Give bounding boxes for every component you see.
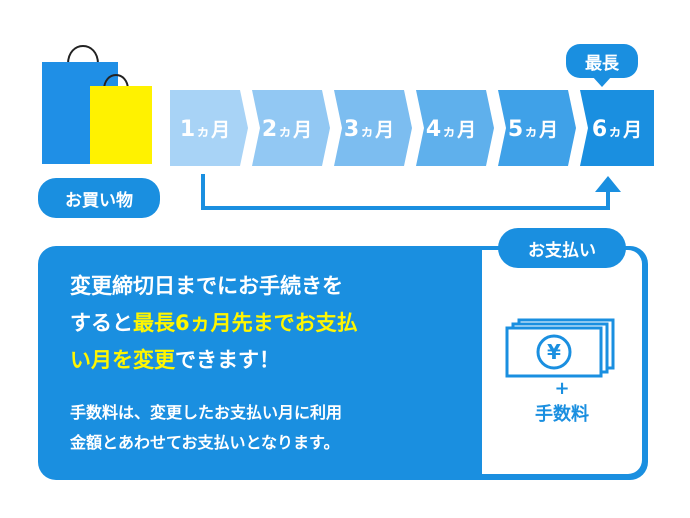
longest-badge-label: 最長 xyxy=(585,53,619,74)
payment-badge-label: お支払い xyxy=(528,240,596,261)
shopping-badge: お買い物 xyxy=(38,178,160,218)
month-step-number: 3 xyxy=(343,116,360,142)
month-step-shape xyxy=(498,90,576,166)
month-step-label: 2ヵ月 xyxy=(262,115,312,142)
month-step-unit: ヵ xyxy=(278,123,293,140)
month-step-unit: ヵ xyxy=(442,123,457,140)
fee-note: 手数料は、変更したお支払い月に利用 金額とあわせてお支払いとなります。 xyxy=(70,398,480,458)
main-message: 変更締切日までにお手続きを すると最長6ヵ月先までお支払 い月を変更できます！ xyxy=(70,268,470,379)
month-step-label: 1ヵ月 xyxy=(180,115,230,142)
fee-note-line-1: 手数料は、変更したお支払い月に利用 xyxy=(70,403,343,422)
month-step-label: 4ヵ月 xyxy=(426,115,476,142)
shopping-badge-label: お買い物 xyxy=(65,190,133,211)
month-step-shape xyxy=(416,90,494,166)
month-step-month: 月 xyxy=(623,118,643,141)
month-step-label: 5ヵ月 xyxy=(508,115,558,142)
month-step-2: 2ヵ月 xyxy=(252,90,330,166)
month-step-shape xyxy=(252,90,330,166)
month-step-unit: ヵ xyxy=(608,123,623,140)
fee-note-line-2: 金額とあわせてお支払いとなります。 xyxy=(70,433,340,452)
month-step-5: 5ヵ月 xyxy=(498,90,576,166)
month-step-shape xyxy=(334,90,412,166)
month-step-month: 月 xyxy=(539,118,559,141)
month-step-month: 月 xyxy=(457,118,477,141)
yen-symbol: ¥ xyxy=(547,340,561,364)
main-line-2: すると最長6ヵ月先までお支払 xyxy=(70,311,358,335)
month-step-shape xyxy=(580,90,654,166)
fee-label: 手数料 xyxy=(535,404,589,425)
shopping-bags-icon xyxy=(42,45,152,164)
month-step-1: 1ヵ月 xyxy=(170,90,248,166)
month-step-label: 6ヵ月 xyxy=(592,115,642,142)
month-step-unit: ヵ xyxy=(360,123,375,140)
longest-badge-pointer xyxy=(592,76,612,87)
month-step-4: 4ヵ月 xyxy=(416,90,494,166)
month-step-unit: ヵ xyxy=(196,123,211,140)
longest-badge: 最長 xyxy=(566,44,638,78)
month-step-shape xyxy=(170,90,248,166)
payment-badge: お支払い xyxy=(498,228,626,268)
month-step-number: 1 xyxy=(179,116,196,142)
main-line-3: い月を変更できます！ xyxy=(70,348,280,372)
month-step-number: 4 xyxy=(425,116,442,142)
month-step-unit: ヵ xyxy=(524,123,539,140)
month-step-number: 2 xyxy=(261,116,278,142)
month-step-month: 月 xyxy=(211,118,231,141)
arrow-up-icon xyxy=(201,174,621,210)
month-step-number: 5 xyxy=(507,116,524,142)
plus-sign: + xyxy=(554,378,570,399)
month-step-number: 6 xyxy=(591,116,608,142)
month-step-6: 6ヵ月 xyxy=(580,90,654,166)
month-step-month: 月 xyxy=(375,118,395,141)
banknote-icon: ¥ xyxy=(505,318,615,378)
month-step-3: 3ヵ月 xyxy=(334,90,412,166)
month-step-month: 月 xyxy=(293,118,313,141)
month-step-label: 3ヵ月 xyxy=(344,115,394,142)
main-line-1: 変更締切日までにお手続きを xyxy=(70,274,343,298)
